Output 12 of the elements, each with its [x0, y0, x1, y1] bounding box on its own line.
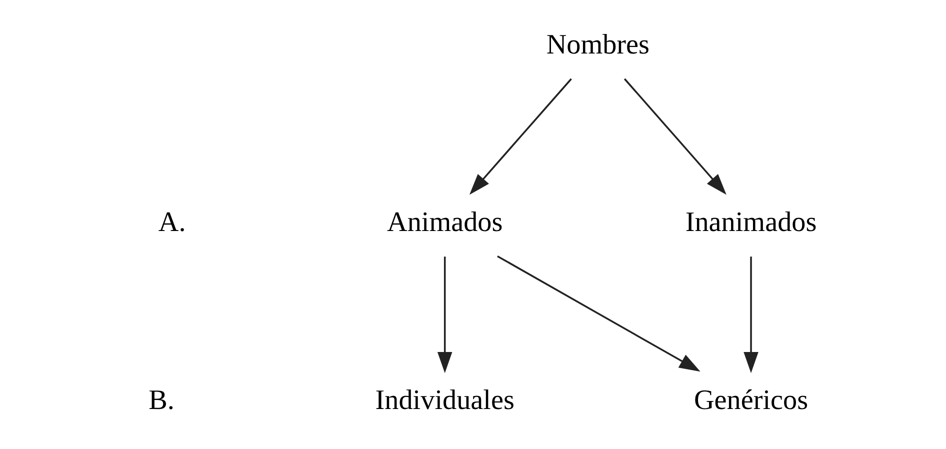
node-text: Individuales	[375, 384, 514, 416]
node-text: Genéricos	[694, 384, 808, 416]
node-text: Nombres	[546, 29, 650, 60]
arrow	[469, 78, 572, 195]
arrow	[624, 78, 726, 195]
arrow	[437, 256, 452, 374]
arrow	[497, 255, 700, 372]
arrow	[744, 256, 758, 374]
node-text: Inanimados	[685, 207, 817, 238]
node-text: Animados	[387, 207, 503, 238]
label: A.	[158, 207, 186, 238]
label: B.	[148, 384, 174, 416]
